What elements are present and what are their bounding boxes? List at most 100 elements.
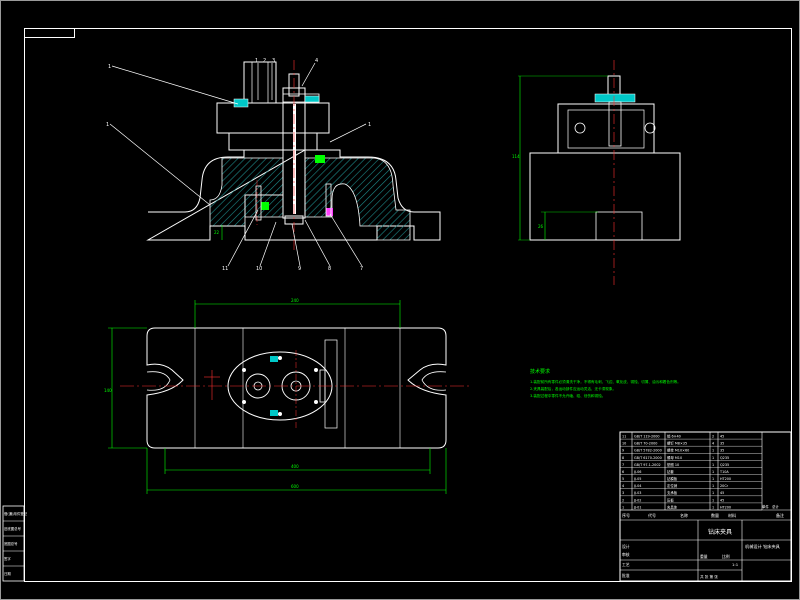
plan-view: 240 400 600 140 bbox=[104, 298, 470, 494]
bom-cell: JJ-06 bbox=[633, 470, 641, 474]
balloon-right-1: 1 bbox=[368, 122, 371, 128]
bom-cell: 1 bbox=[712, 463, 714, 467]
cyan-washer bbox=[233, 98, 249, 108]
tb-header-unit: 单件 bbox=[762, 504, 769, 509]
notes-line-3: 3.装配过程中零件不允许磕、碰、划伤和锈蚀。 bbox=[530, 393, 605, 398]
dim-section-height: 22 bbox=[214, 230, 220, 235]
bom-cell: 35 bbox=[720, 449, 724, 453]
tb-drawing-subtitle: 机械设计 钻床夹具 bbox=[745, 543, 781, 550]
bom-cell: 夹具体 bbox=[667, 504, 678, 509]
bom-cell: 7 bbox=[622, 463, 624, 467]
balloon-bottom-8: 8 bbox=[328, 266, 331, 272]
bom-cell: 1 bbox=[712, 477, 714, 481]
margin-row-0: 借(通)用件登记 bbox=[4, 511, 28, 516]
bom-cell: 销 6×40 bbox=[667, 433, 681, 438]
tb-header-remark: 备注 bbox=[776, 512, 784, 518]
dim-side-height-part: 26 bbox=[538, 224, 544, 229]
bom-cell: 45 bbox=[720, 498, 724, 502]
bom-cell: JJ-02 bbox=[633, 498, 641, 502]
tb-designer-label: 设计 bbox=[622, 544, 630, 549]
margin-block: 借(通)用件登记 旧底图总号 底图总号 签字 日期 bbox=[2, 505, 28, 582]
bom-cell: JJ-03 bbox=[633, 491, 641, 495]
tb-scale-label: 比例 bbox=[722, 554, 730, 559]
bom-cell: 10 bbox=[622, 442, 626, 446]
bom-cell: 螺栓 M10×60 bbox=[667, 448, 689, 453]
dim-plan-height: 140 bbox=[104, 388, 112, 393]
technical-notes: 技术要求 1.装配前所有零件必须清洗干净，不得有毛刺、飞边、氧化皮、锈蚀、切屑、… bbox=[530, 368, 681, 398]
bom-cell: 11 bbox=[622, 434, 626, 438]
bom-cell: GB/T 119-2000 bbox=[634, 434, 660, 438]
bom-cell: 45 bbox=[720, 491, 724, 495]
bom-cell: 9 bbox=[622, 449, 624, 453]
bom-cell: 1 bbox=[712, 470, 714, 474]
tb-header-material: 材料 bbox=[728, 512, 736, 518]
bom-cell: T10A bbox=[719, 470, 729, 474]
tb-sheet-label: 共 张 第 张 bbox=[700, 574, 718, 579]
bom-cell: 8 bbox=[622, 456, 624, 460]
bom-cell: 1 bbox=[712, 505, 714, 509]
dim-plan-overall-width: 600 bbox=[291, 484, 299, 489]
bom-cell: 2 bbox=[622, 498, 624, 502]
bom-cell: JJ-01 bbox=[633, 505, 641, 509]
dim-plan-total-width: 400 bbox=[291, 464, 299, 469]
tb-header-index: 序号 bbox=[622, 512, 630, 518]
bom-cell: 1 bbox=[622, 505, 624, 509]
tb-approve-label: 批准 bbox=[622, 573, 630, 578]
balloon-top-3: 3 bbox=[272, 58, 275, 64]
tb-header-total: 总计 bbox=[772, 504, 779, 509]
balloon-top-4: 4 bbox=[315, 58, 318, 64]
balloon-bottom-11: 11 bbox=[222, 266, 228, 272]
tb-mass-label: 重量 bbox=[700, 554, 708, 559]
margin-row-1: 旧底图总号 bbox=[4, 526, 22, 531]
bom-cell: GB/T 6170-2000 bbox=[634, 456, 662, 460]
balloon-bottom-9: 9 bbox=[298, 266, 301, 272]
base-plate-outline bbox=[146, 327, 447, 449]
bom-cell: 螺钉 M8×35 bbox=[667, 441, 687, 446]
front-section-view: 1 1 1 1 2 3 4 11 10 9 8 7 22 bbox=[106, 58, 441, 272]
bom-cell: GB/T 70-2000 bbox=[634, 442, 657, 446]
bom-cell: 4 bbox=[712, 442, 714, 446]
balloon-top-2: 2 bbox=[263, 58, 266, 64]
margin-row-3: 签字 bbox=[4, 556, 11, 561]
bom-cell: 1 bbox=[712, 484, 714, 488]
tb-scale-value: 1:1 bbox=[732, 562, 739, 567]
bom-cell: 4 bbox=[622, 484, 624, 488]
bom-cell: 钻模板 bbox=[667, 476, 678, 481]
margin-row-2: 底图总号 bbox=[4, 541, 18, 546]
bom-cell: 压板 bbox=[667, 497, 674, 502]
bom-cell: JJ-04 bbox=[633, 484, 641, 488]
balloon-bottom-7: 7 bbox=[360, 266, 363, 272]
dim-plan-inner-width: 240 bbox=[291, 298, 299, 303]
tb-header-qty: 数量 bbox=[711, 512, 719, 518]
bom-cell: GB/T 97.1-2002 bbox=[634, 463, 661, 467]
bom-cell: 3 bbox=[622, 491, 624, 495]
bom-cell: 定位销 bbox=[667, 483, 678, 488]
balloon-top-1: 1 bbox=[255, 58, 258, 64]
bom-cell: 支承板 bbox=[667, 490, 678, 495]
bom-cell: 螺母 M10 bbox=[667, 455, 682, 460]
bom-cell: 6 bbox=[622, 470, 624, 474]
notes-line-2: 2.夹具装配后，各运动部件应运动灵活，无卡滞现象。 bbox=[530, 386, 616, 391]
bom-cell: 2 bbox=[712, 434, 714, 438]
bom-cell: 45 bbox=[720, 434, 724, 438]
balloon-left-2: 1 bbox=[106, 122, 109, 128]
bom-cell: Q235 bbox=[720, 463, 729, 467]
balloon-bottom-10: 10 bbox=[256, 266, 262, 272]
bom-cell: JJ-05 bbox=[633, 477, 641, 481]
bom-cell: GB/T 5782-2000 bbox=[634, 449, 662, 453]
side-view: 114 26 bbox=[512, 60, 681, 285]
tb-process-label: 工艺 bbox=[622, 562, 630, 567]
bom-cell: Q235 bbox=[720, 456, 729, 460]
margin-row-4: 日期 bbox=[4, 571, 11, 576]
bom-cell: HT200 bbox=[720, 477, 731, 481]
section-hatch-right bbox=[304, 157, 411, 241]
balloon-left-1: 1 bbox=[108, 64, 111, 70]
bom-cell: 垫圈 10 bbox=[667, 462, 679, 467]
bom-cell: 20Cr bbox=[720, 484, 729, 488]
notes-title: 技术要求 bbox=[530, 368, 550, 375]
bom-cell: 1 bbox=[712, 449, 714, 453]
bom-cell: 1 bbox=[712, 456, 714, 460]
